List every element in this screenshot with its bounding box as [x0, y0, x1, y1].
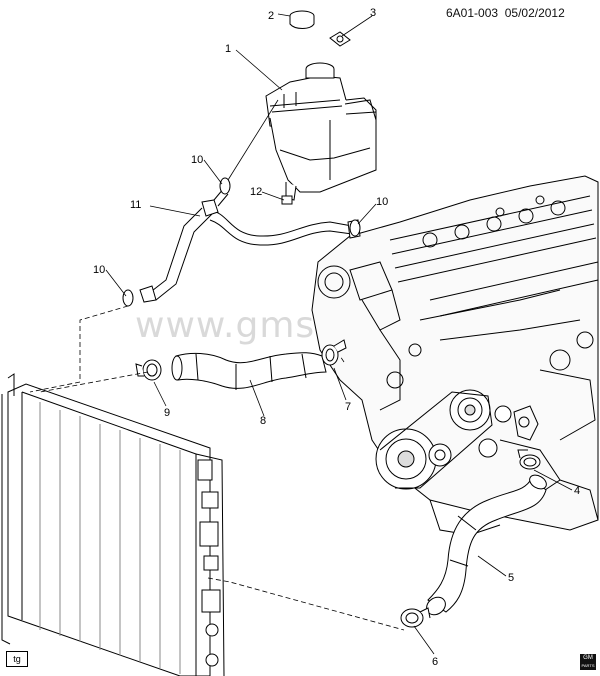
leader-lines [105, 13, 573, 655]
callout-3: 3 [370, 7, 376, 19]
clamp-6 [400, 607, 431, 628]
callout-11: 11 [130, 199, 141, 211]
callout-labels: 1 2 3 4 5 6 7 8 9 10 10 10 11 12 [93, 7, 580, 668]
callout-1: 1 [225, 43, 231, 55]
diagram-date: 05/02/2012 [504, 6, 565, 20]
gm-logo-subtext: PARTS [581, 663, 595, 668]
clamp-10-left [122, 289, 134, 307]
diagram-header: 6A01-003 05/02/2012 [446, 6, 565, 20]
clamp-9 [135, 359, 162, 381]
callout-6: 6 [432, 656, 438, 668]
coolant-reservoir [265, 62, 377, 201]
gm-logo: GM PARTS [580, 654, 596, 670]
clamp-10-right [349, 219, 361, 237]
radiator [1, 373, 225, 676]
callout-10-right: 10 [376, 196, 388, 208]
connection-lines [29, 305, 405, 631]
gm-logo-text: GM [583, 655, 593, 661]
callout-5: 5 [508, 572, 514, 584]
corner-tag: tg [6, 651, 28, 667]
clamp-10-upper [219, 177, 231, 195]
callout-10-left: 10 [93, 264, 105, 276]
engine-block [311, 175, 599, 536]
reservoir-bracket [329, 31, 351, 47]
diagram-code: 6A01-003 [446, 6, 499, 20]
reservoir-cap [289, 10, 315, 29]
callout-4: 4 [574, 485, 580, 497]
callout-7: 7 [345, 401, 351, 413]
clamp-4 [517, 449, 541, 470]
callout-9: 9 [164, 407, 170, 419]
callout-10-upper: 10 [191, 154, 203, 166]
upper-radiator-hose [171, 352, 327, 390]
bolt-12 [281, 195, 293, 205]
lower-radiator-hose [426, 474, 547, 616]
clamp-7 [321, 339, 347, 366]
callout-12: 12 [250, 186, 262, 198]
callout-8: 8 [260, 415, 266, 427]
callout-2: 2 [268, 10, 274, 22]
